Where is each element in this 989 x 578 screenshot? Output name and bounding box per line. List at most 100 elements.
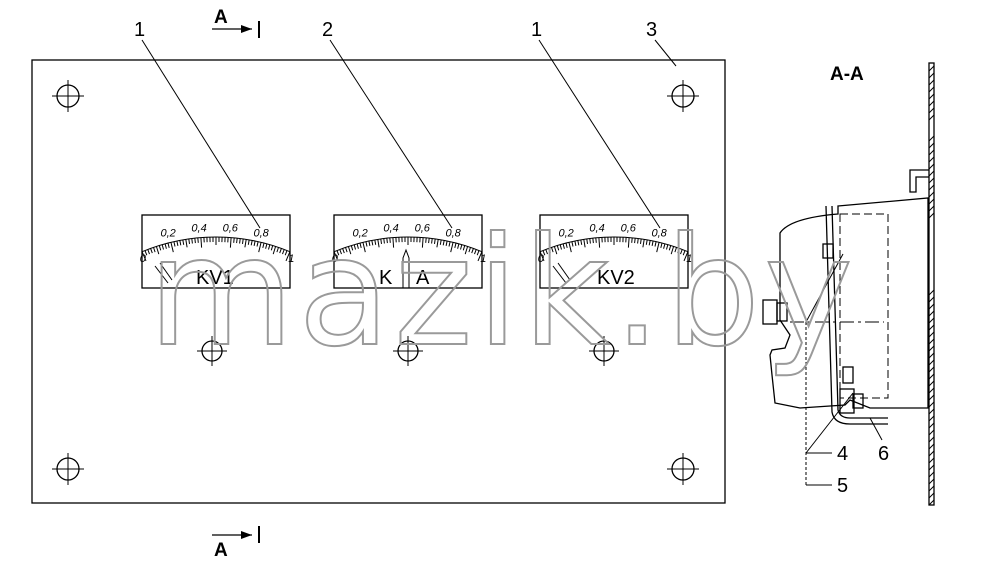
section-letter-bottom: A: [214, 540, 228, 561]
scale-tick: [194, 238, 196, 244]
hatch-line: [928, 303, 935, 310]
scale-tick: [150, 248, 153, 254]
hatch-line: [928, 394, 935, 401]
scale-tick: [421, 237, 424, 248]
panel-outline: [31, 59, 726, 504]
mounting-hole-bottom-right: [667, 453, 699, 485]
scale-tick: [356, 243, 359, 249]
scale-tick: [239, 238, 241, 244]
scale-tick: [551, 247, 554, 253]
scale-tick: [442, 240, 445, 246]
scale-tick: [450, 242, 454, 253]
scale-tick: [368, 240, 371, 246]
meter-name-kv2: KV2: [597, 267, 635, 289]
hatch-line: [928, 408, 935, 415]
hatch-line: [928, 457, 935, 464]
scale-tick: [284, 250, 288, 256]
scale-tick: [577, 240, 580, 246]
scale-tick: [571, 241, 574, 247]
scale-label: 0,6: [621, 223, 637, 235]
hatch-line: [928, 289, 935, 296]
scale-tick: [474, 249, 477, 255]
scale-tick: [645, 239, 648, 245]
scale-arc: [539, 236, 689, 253]
callout-2: 2: [322, 19, 333, 41]
scale-arc: [141, 236, 291, 253]
hatch-line: [928, 366, 935, 373]
hatch-line: [928, 324, 935, 331]
hatch-line: [928, 170, 935, 177]
hatch-line: [928, 443, 935, 450]
scale-tick: [350, 245, 354, 251]
scale-tick: [268, 244, 271, 250]
scale-tick: [539, 251, 545, 262]
meter-name-a: A: [416, 267, 430, 289]
hatch-line: [928, 163, 935, 170]
callout-6: 6: [878, 443, 889, 465]
hatch-line: [928, 86, 935, 93]
hatch-line: [928, 72, 935, 79]
hatch-line: [928, 296, 935, 303]
scale-tick: [200, 237, 203, 248]
scale-label: 0: [538, 253, 545, 265]
hatch-line: [928, 352, 935, 359]
scale-tick: [670, 246, 675, 255]
scale-tick: [683, 251, 689, 262]
hatch-line: [928, 499, 935, 506]
scale-tick: [553, 246, 558, 255]
scale-tick: [170, 242, 174, 253]
scale-tick: [565, 242, 568, 249]
hatch-line: [928, 464, 935, 471]
scale-tick: [383, 238, 385, 244]
hatch-line: [928, 156, 935, 163]
scale-tick: [431, 238, 433, 244]
scale-label: 0,8: [652, 228, 668, 240]
scale-tick: [595, 237, 597, 243]
hatch-line: [928, 310, 935, 317]
scale-tick: [574, 240, 577, 246]
scale-tick: [580, 239, 583, 245]
scale-tick: [648, 240, 651, 246]
scale-tick: [270, 245, 274, 251]
scale-tick: [359, 242, 362, 249]
hatch-line: [928, 422, 935, 429]
scale-tick: [371, 240, 374, 246]
hatch-line: [928, 177, 935, 184]
scale-label: 1: [288, 253, 294, 265]
scale-tick: [185, 239, 188, 248]
scale-tick: [464, 246, 469, 255]
scale-label: 0: [332, 253, 339, 265]
scale-tick: [598, 237, 601, 248]
scale-tick: [336, 250, 340, 256]
scale-tick: [642, 239, 645, 248]
scale-tick: [272, 246, 277, 255]
scale-label: 0,6: [415, 223, 431, 235]
scale-tick: [389, 237, 391, 243]
mounting-hole-top-right: [667, 80, 699, 112]
scale-tick: [229, 237, 232, 248]
scale-tick: [342, 248, 345, 254]
scale-tick: [353, 244, 356, 250]
callout-3: 3: [646, 19, 657, 41]
scale-tick: [568, 242, 572, 253]
scale-label: 1: [480, 253, 486, 265]
scale-arc: [333, 236, 483, 253]
scale-tick: [247, 239, 250, 245]
hatch-line: [928, 485, 935, 492]
hatch-line: [928, 205, 935, 212]
scale-label: 0,2: [353, 228, 368, 240]
scale-tick: [562, 243, 565, 249]
scale-tick: [660, 242, 663, 249]
hatch-line: [928, 135, 935, 142]
scale-tick: [265, 243, 268, 249]
hatch-line: [928, 142, 935, 149]
scale-tick: [428, 238, 430, 244]
scale-tick: [425, 237, 427, 243]
scale-label: 1: [686, 253, 692, 265]
scale-tick: [439, 239, 442, 245]
scale-tick: [236, 238, 238, 244]
callout-1-right: 1: [531, 19, 542, 41]
hatch-line: [928, 65, 935, 72]
scale-tick: [244, 239, 247, 248]
